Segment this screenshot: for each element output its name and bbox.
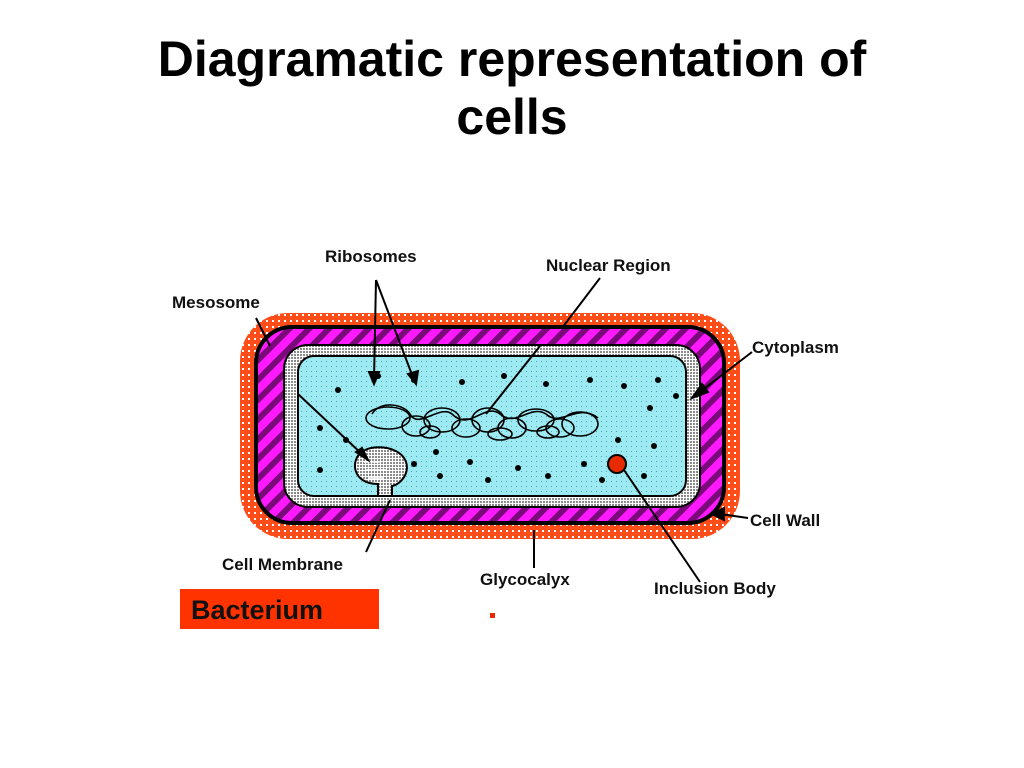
- title-line-1: Diagramatic representation of: [157, 31, 867, 87]
- small-red-dot: [490, 613, 495, 618]
- label-glycocalyx: Glycocalyx: [480, 570, 570, 589]
- bacterium-badge-label: Bacterium: [191, 595, 323, 625]
- leader-lines: [255, 277, 753, 583]
- inclusion-body-shape: [607, 454, 627, 474]
- nuclear-region-dna: [365, 404, 599, 441]
- label-cell-membrane: Cell Membrane: [222, 555, 343, 574]
- label-inclusion-body: Inclusion Body: [654, 579, 776, 598]
- label-cytoplasm: Cytoplasm: [752, 338, 839, 357]
- page-title: Diagramatic representation of cells: [0, 30, 1024, 146]
- bacterium-badge: Bacterium: [180, 589, 379, 629]
- label-mesosome: Mesosome: [172, 293, 260, 312]
- label-nuclear-region: Nuclear Region: [546, 256, 671, 275]
- label-cell-wall: Cell Wall: [750, 511, 820, 530]
- title-line-2: cells: [456, 89, 568, 145]
- label-ribosomes: Ribosomes: [325, 247, 417, 266]
